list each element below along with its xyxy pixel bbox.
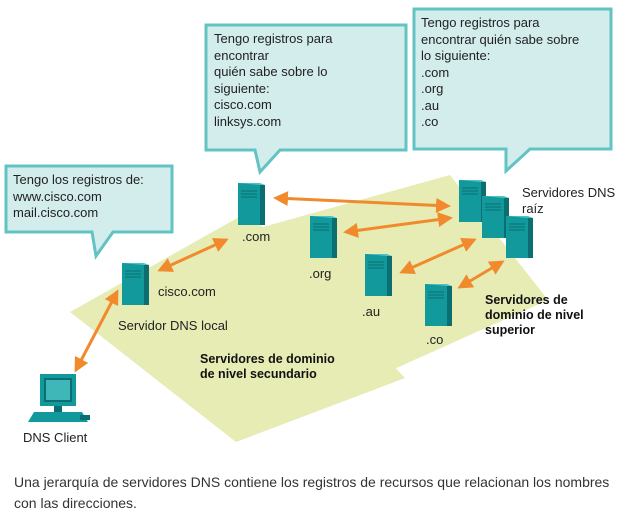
arrow-au-root [399, 238, 477, 274]
label-top-level: Servidores de dominio de nivel superior [485, 293, 584, 337]
bubble-line: .au [421, 97, 440, 113]
bubble-line: cisco.com [214, 97, 272, 112]
server-root-3 [505, 215, 534, 259]
bubble-line: mail.cisco.com [13, 205, 99, 220]
arrow-client-local [74, 289, 119, 373]
bubble-line: Tengo los registros de: [13, 172, 144, 187]
bubble-line: linksys.com [214, 113, 282, 129]
label-au: .au [362, 304, 381, 319]
server-root-2 [481, 195, 510, 239]
computer-icon [28, 374, 90, 422]
bubble-line: Tengo registros para [421, 15, 540, 30]
label-client: DNS Client [23, 430, 88, 445]
arrow-com-root [273, 191, 451, 213]
server-org [309, 215, 338, 259]
label-org: .org [309, 266, 332, 281]
top-level-plane [180, 175, 548, 370]
bubble-line: encontrar [214, 47, 269, 63]
bubble-line: quién sabe sobre lo [214, 64, 328, 79]
bubble-line: encontrar quién sabe sobre [421, 31, 580, 47]
arrow-local-com [157, 238, 229, 272]
server-co [424, 283, 453, 327]
bubble-line: Tengo registros para [214, 31, 333, 46]
server-cisco [121, 262, 150, 306]
arrow-co-root [457, 260, 505, 289]
label-cisco: cisco.com [158, 284, 216, 299]
label-local-server: Servidor DNS local [118, 318, 228, 333]
com-records-bubble [204, 23, 408, 176]
bubble-line: www.cisco.com [13, 188, 102, 204]
arrow-org-root [343, 212, 453, 238]
bubble-line: siguiente: [214, 80, 270, 96]
bubble-line: lo siguiente: [421, 48, 491, 63]
label-root-servers: Servidores DNS raíz [522, 185, 616, 216]
label-co: .co [426, 332, 444, 347]
server-root-1 [458, 179, 487, 223]
bubble-line: .co [421, 114, 439, 129]
server-com [237, 182, 266, 226]
label-second-level: Servidores de dominio de nivel secundari… [200, 352, 335, 381]
caption: Una jerarquía de servidores DNS contiene… [14, 474, 610, 511]
root-records-bubble [412, 7, 613, 175]
bubble-line: .com [421, 64, 450, 80]
server-au [364, 253, 393, 297]
local-records-bubble [4, 164, 174, 260]
bubble-line: .org [421, 81, 444, 96]
second-level-plane [70, 212, 405, 442]
label-com: .com [242, 229, 271, 244]
